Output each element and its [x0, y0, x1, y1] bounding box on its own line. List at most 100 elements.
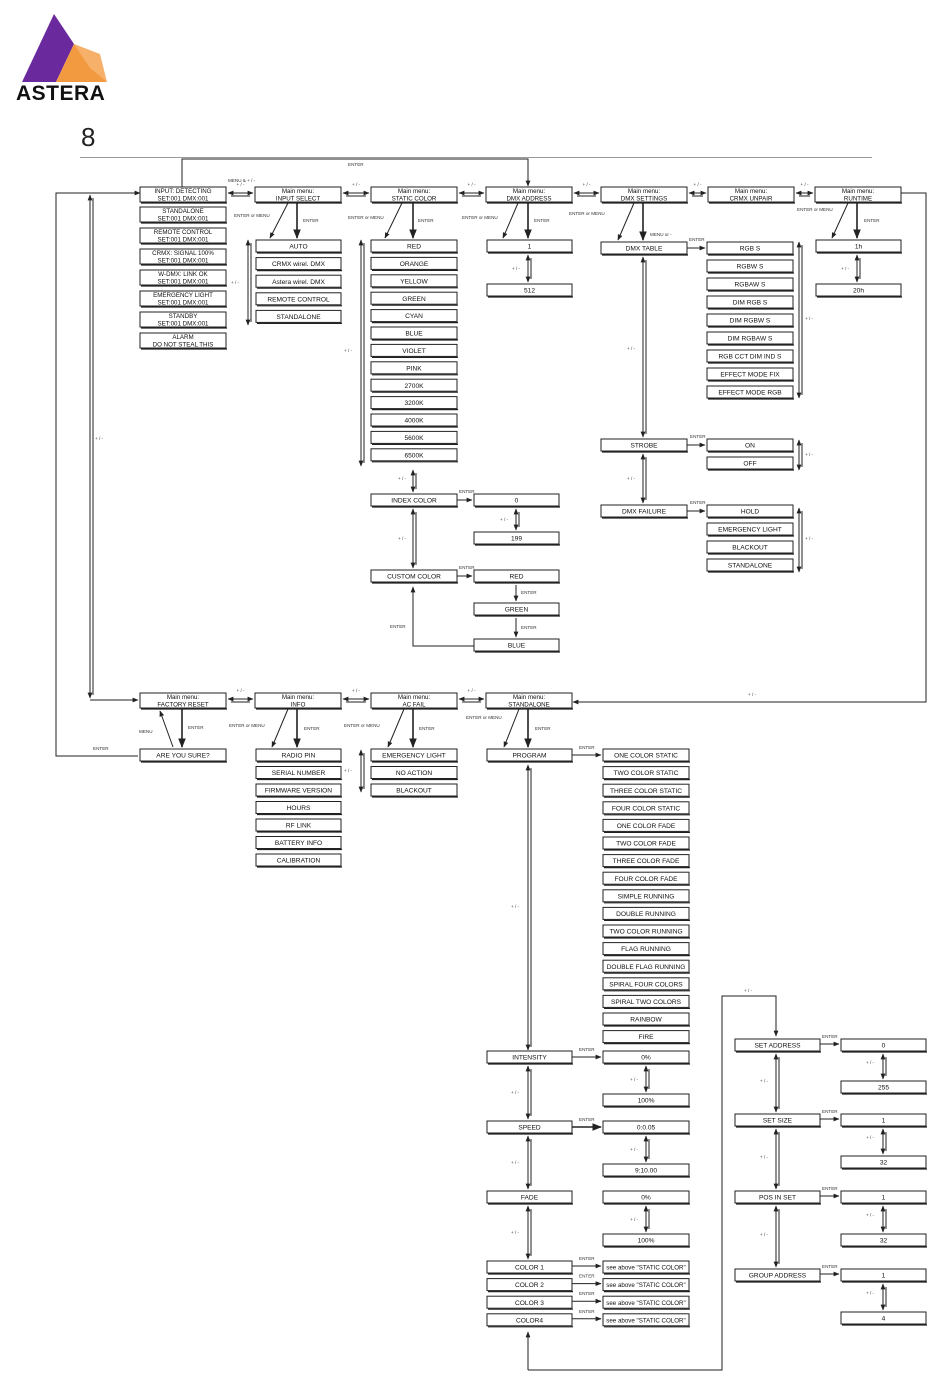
- failure-option-blackout-frame: [706, 540, 794, 554]
- program-simple-running-text-1: SIMPLE RUNNING: [618, 893, 675, 900]
- label-top-plus-minus-2: + / -: [468, 182, 477, 187]
- label-speed-enter: ENTER: [579, 1117, 595, 1122]
- see-above-static-color-4: see above "STATIC COLOR": [602, 1313, 690, 1328]
- static-color-5600k-text-1: 5600K: [404, 435, 424, 442]
- label-runtime-plus-minus: + / -: [841, 266, 850, 271]
- label-info-enter: ENTER: [304, 726, 320, 731]
- label-intensity-enter: ENTER: [579, 1047, 595, 1052]
- dmx-mode-effect-mode-fix: EFFECT MODE FIX: [706, 367, 794, 382]
- status-screen-w-dmx-link-ok-text-1: W-DMX: LINK OK: [158, 271, 208, 278]
- runtime-max-text-1: 20h: [853, 288, 864, 295]
- see-above-static-color-3: see above "STATIC COLOR": [602, 1295, 690, 1310]
- info-item-rf-link-text-1: RF LINK: [286, 823, 312, 830]
- program-two-color-running-frame: [602, 924, 690, 938]
- static-color-blue: BLUE: [370, 326, 458, 341]
- label-dmx-settings-enter-or-menu: ENTER or MENU: [569, 211, 605, 216]
- dmx-mode-rgb-s-text-1: RGB S: [740, 246, 761, 253]
- pos-in-set-min: 1: [840, 1190, 927, 1205]
- static-color-violet-frame: [370, 343, 458, 357]
- label-runtime-enter-or-menu: ENTER or MENU: [797, 207, 833, 212]
- intensity-min: 0%: [602, 1050, 690, 1065]
- label-standalone-enter: ENTER: [535, 726, 551, 731]
- input-option-crmx-wirel-dmx-frame: [255, 257, 342, 271]
- standalone-color-1-text-1: COLOR 1: [515, 1265, 544, 1272]
- page-number: 8: [81, 122, 96, 152]
- edge-static-enter-or-menu: [384, 202, 403, 239]
- label-color-2-enter: ENTER: [579, 1274, 595, 1279]
- menu-dmx-address: Main menu:DMX ADDRESS: [485, 186, 573, 204]
- failure-option-standalone: STANDALONE: [706, 558, 794, 573]
- status-screen-remote-control-text-2: SET:001 DMX:001: [158, 236, 209, 243]
- info-item-rf-link-frame: [255, 818, 342, 832]
- speed-max: 9:10.00: [602, 1163, 690, 1178]
- set-address-min-text-1: 0: [882, 1043, 886, 1050]
- menu-dmx-settings: Main menu:DMX SETTINGS: [600, 186, 688, 204]
- index-color-max-text-1: 199: [511, 536, 522, 543]
- custom-color-step-red: RED: [473, 569, 560, 584]
- dmx-mode-rgbw-s-text-1: RGBW S: [737, 264, 764, 271]
- ac-fail-option-no-action-text-1: NO ACTION: [396, 770, 433, 777]
- menu-dmx-address-text-2: DMX ADDRESS: [506, 195, 551, 202]
- label-top-plus-minus-3: + / -: [583, 182, 592, 187]
- static-color-red-text-1: RED: [407, 244, 421, 251]
- index-color-min: 0: [473, 493, 560, 508]
- set-size-min: 1: [840, 1113, 927, 1128]
- strobe-option-off-text-1: OFF: [743, 461, 756, 468]
- custom-color-frame: [370, 569, 458, 583]
- group-address-max-frame: [840, 1311, 927, 1325]
- program-double-running-frame: [602, 906, 690, 920]
- see-above-static-color-1-frame: [602, 1260, 690, 1274]
- runtime-min: 1h: [815, 239, 902, 254]
- status-screen-crmx-signal-100: CRMX: SIGNAL 100%SET:001 DMX:001: [139, 248, 227, 266]
- dmx-mode-dim-rgbw-s: DIM RGBW S: [706, 313, 794, 328]
- menu-runtime: Main menu:RUNTIME: [814, 186, 902, 204]
- label-set-address-plus-minus: + / -: [866, 1060, 875, 1065]
- menu-info-frame: [254, 692, 342, 709]
- label-custom-enter: ENTER: [459, 565, 475, 570]
- label-top-plus-minus-5: + / -: [801, 182, 810, 187]
- static-color-orange-text-1: ORANGE: [400, 261, 429, 268]
- standalone-color-2-frame: [486, 1278, 573, 1292]
- edge-top-loop: [181, 158, 531, 187]
- speed-min-frame: [602, 1120, 690, 1134]
- static-color-pink: PINK: [370, 361, 458, 376]
- info-item-serial-number-text-1: SERIAL NUMBER: [272, 770, 326, 777]
- see-above-static-color-2-text-1: see above "STATIC COLOR": [606, 1282, 685, 1289]
- runtime-min-text-1: 1h: [855, 244, 863, 251]
- program-three-color-static-frame: [602, 783, 690, 797]
- index-color-text-1: INDEX COLOR: [391, 498, 437, 505]
- label-top-plus-minus-0: + / -: [237, 182, 246, 187]
- status-screen-alarm-text-2: DO NOT STEAL THIS: [153, 341, 214, 348]
- program-spiral-four-colors-frame: [602, 977, 690, 991]
- static-color-3200k-frame: [370, 396, 458, 410]
- program-spiral-four-colors: SPIRAL FOUR COLORS: [602, 977, 690, 992]
- runtime-max: 20h: [815, 283, 902, 298]
- standalone-fade-text-1: FADE: [521, 1195, 539, 1202]
- label-strobe-failure-plus-minus: + / -: [627, 476, 636, 481]
- pos-in-set-min-frame: [840, 1190, 927, 1204]
- set-set-size: SET SIZE: [734, 1113, 821, 1128]
- program-one-color-static: ONE COLOR STATIC: [602, 748, 690, 763]
- label-factory-menu: MENU: [139, 729, 153, 734]
- dmx-address-min-frame: [486, 239, 573, 253]
- info-item-rf-link: RF LINK: [255, 818, 342, 833]
- program-three-color-fade-text-1: THREE COLOR FADE: [613, 858, 680, 865]
- status-screen-standalone-text-1: STANDALONE: [162, 208, 204, 215]
- label-top-plus-minus-4: + / -: [694, 182, 703, 187]
- failure-option-emergency-light-frame: [706, 522, 794, 536]
- intensity-min-frame: [602, 1050, 690, 1064]
- standalone-speed: SPEED: [486, 1120, 573, 1135]
- label-runtime-enter: ENTER: [864, 218, 880, 223]
- dmx-address-max-frame: [486, 283, 573, 297]
- custom-color-step-blue-frame: [473, 638, 560, 652]
- program-spiral-two-colors: SPIRAL TWO COLORS: [602, 994, 690, 1010]
- info-item-serial-number: SERIAL NUMBER: [255, 766, 342, 781]
- menu-ac-fail-text-1: Main menu:: [398, 694, 431, 701]
- label-dmx-address-enter: ENTER: [534, 218, 550, 223]
- astera-logo: [14, 12, 118, 104]
- label-pos-in-set-enter: ENTER: [822, 1186, 838, 1191]
- program-four-color-fade-frame: [602, 871, 690, 885]
- input-option-remote-control-frame: [255, 292, 342, 306]
